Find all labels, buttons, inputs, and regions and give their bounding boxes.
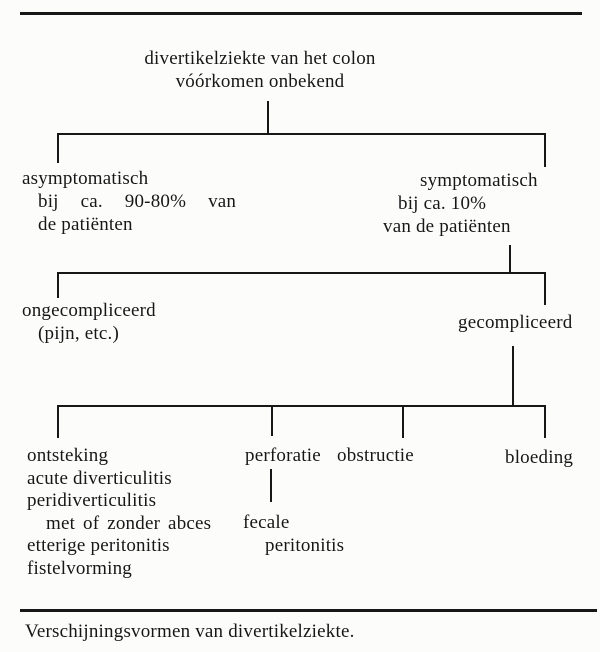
level3-drop-obstructie [402,405,404,438]
level1-left-drop [57,133,59,163]
list-item: peridiverticulitis [27,490,157,512]
list-item: fistelvorming [27,557,132,579]
level3-drop-ontsteking [57,405,59,438]
perforatie-sub-peritonitis: peritonitis [265,535,345,556]
level2-left-drop [57,272,59,298]
connector-gecompliceerd-stem [512,346,514,406]
root-node-line2: vóórkomen onbekend [175,71,345,92]
level3-bar [57,405,546,407]
level1-right-drop [544,133,546,167]
root-node-line1: divertikelziekte van het colon [144,48,376,69]
node-asymptomatisch-line2: bij ca. 90-80% van [38,191,237,212]
node-gecompliceerd-label: gecompliceerd [458,312,573,333]
node-obstructie-label: obstructie [337,445,414,466]
list-item: etterige peritonitis [27,535,170,557]
perforatie-sub-fecale: fecale [243,512,290,533]
node-symptomatisch-line2: bij ca. 10% [398,193,487,214]
level3-drop-perforatie [271,405,273,436]
bottom-rule [20,609,597,612]
root-node: divertikelziekte van het colon vóórkomen… [90,47,430,93]
list-item: met of zonder abces [46,512,212,534]
level2-bar [57,272,546,274]
node-symptomatisch-line3: van de patiënten [383,216,511,237]
ontsteking-sublist: acute diverticulitis peridiverticulitis … [27,467,211,579]
node-asymptomatisch-line1: asymptomatisch [22,168,149,189]
figure-caption: Verschijningsvormen van divertikelziekte… [25,621,355,642]
top-rule [20,12,582,15]
level1-bar [57,133,546,135]
node-ongecompliceerd-line2: (pijn, etc.) [38,323,120,344]
node-perforatie-label: perforatie [245,445,321,466]
list-item: acute diverticulitis [27,468,172,489]
node-ongecompliceerd-line1: ongecompliceerd [22,300,156,321]
connector-symptomatisch-stem [509,245,511,273]
connector-root-stem [267,101,269,134]
level3-drop-bloeding [544,405,546,438]
node-symptomatisch-line1: symptomatisch [420,170,538,191]
level2-right-drop [544,272,546,305]
connector-perforatie-stem [270,469,272,502]
node-bloeding-label: bloeding [505,447,574,468]
node-ontsteking-label: ontsteking [27,445,109,466]
node-asymptomatisch-line3: de patiënten [38,214,133,235]
